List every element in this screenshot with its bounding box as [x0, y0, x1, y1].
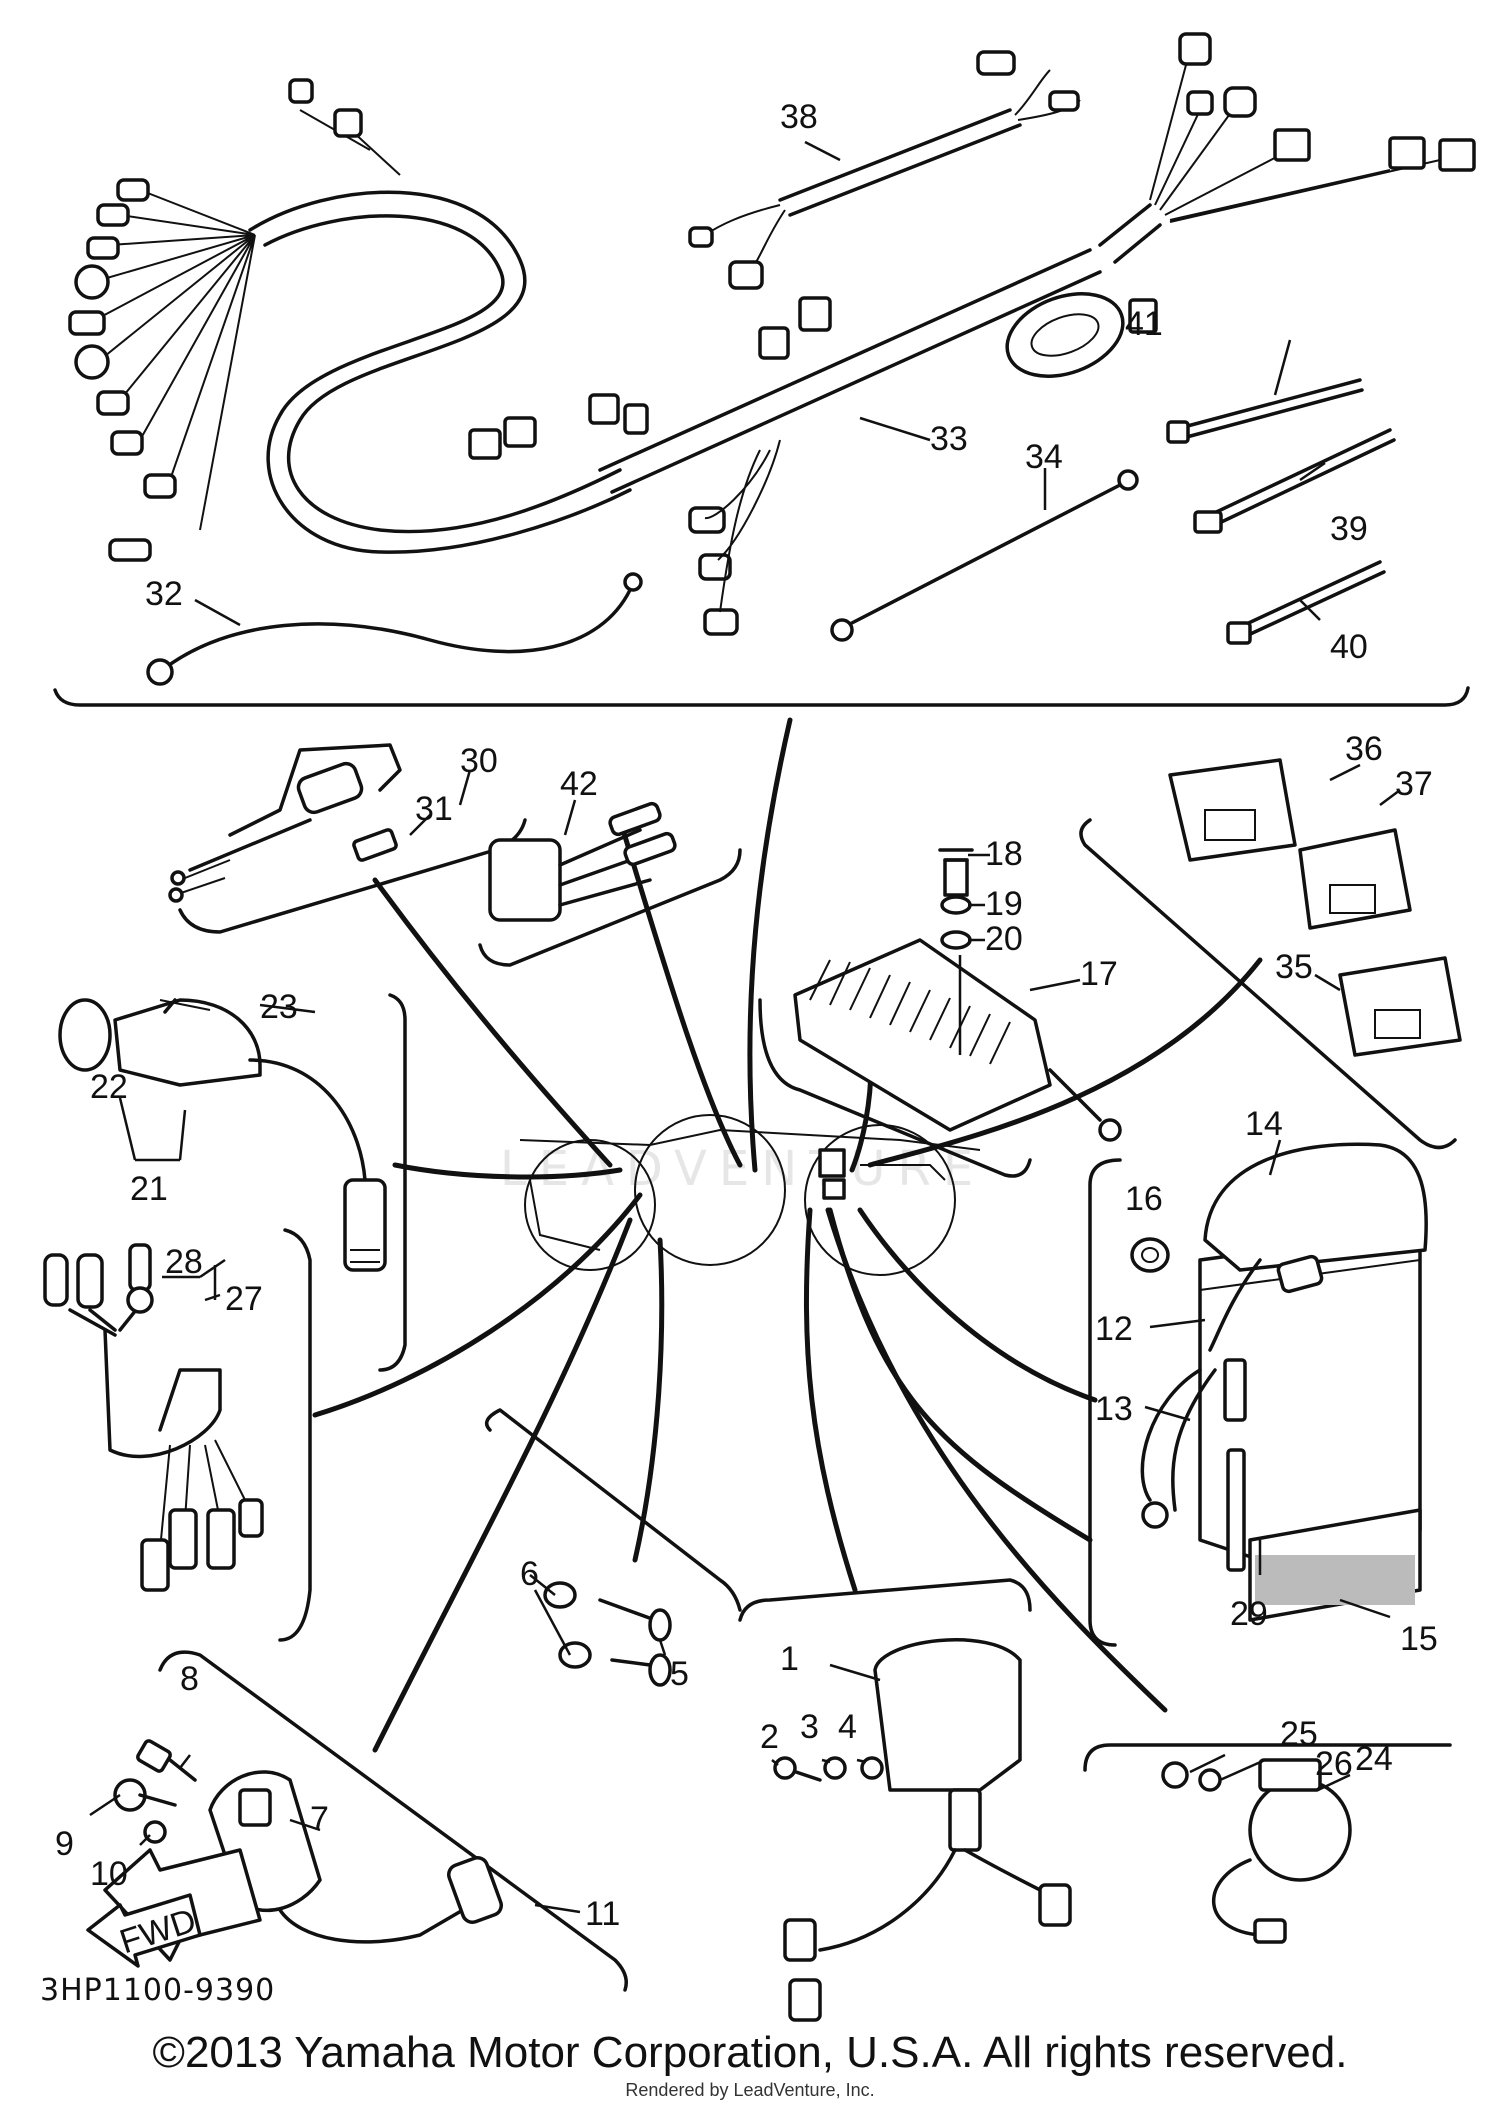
group-1-4-cdi: [738, 1578, 1072, 2022]
leader-lines: [312, 717, 1263, 1753]
group-17-rectifier: [758, 848, 1122, 1178]
label-24: 24: [1355, 1740, 1393, 1778]
group-24-26-horn: [1083, 1743, 1452, 1944]
label-22: 22: [90, 1068, 128, 1106]
label-3: 3: [800, 1708, 819, 1746]
label-23: 23: [260, 988, 298, 1026]
label-21: 21: [130, 1170, 168, 1208]
label-11: 11: [585, 1895, 620, 1933]
label-29: 29: [1230, 1595, 1268, 1633]
label-27: 27: [225, 1280, 263, 1318]
label-30: 30: [460, 742, 498, 780]
label-41: 41: [1125, 305, 1163, 343]
label-25: 25: [1280, 1715, 1318, 1753]
label-1: 1: [780, 1640, 799, 1678]
group-12-16-battery: [1088, 1142, 1428, 1647]
group-27-28: [43, 1228, 312, 1642]
label-14: 14: [1245, 1105, 1283, 1143]
group-30-31: [168, 743, 527, 934]
label-7: 7: [310, 1800, 329, 1838]
label-17: 17: [1080, 955, 1118, 993]
callout-leaders: [118, 140, 1401, 1300]
label-19: 19: [985, 885, 1023, 923]
label-34: 34: [1025, 438, 1063, 476]
watermark: LEADVENTURE: [500, 1141, 985, 1197]
callout-labels: 38 41 33 34 39 40 32 30 31 42 18 19 20 1…: [40, 98, 1438, 2008]
label-33: 33: [930, 420, 968, 458]
label-39: 39: [1330, 510, 1368, 548]
label-31: 31: [415, 790, 453, 828]
label-5: 5: [670, 1655, 689, 1693]
label-4: 4: [838, 1708, 857, 1746]
group-5-6-bolts: [484, 1408, 742, 1687]
group-21-23-switch: [58, 993, 407, 1372]
label-8: 8: [180, 1660, 199, 1698]
label-26: 26: [1315, 1745, 1353, 1783]
label-6: 6: [520, 1555, 539, 1593]
label-38: 38: [780, 98, 818, 136]
wire-harness-group: [53, 32, 1476, 707]
label-37: 37: [1395, 765, 1433, 803]
group-42: [478, 801, 742, 967]
label-13: 13: [1095, 1390, 1133, 1428]
label-12: 12: [1095, 1310, 1133, 1348]
label-15: 15: [1400, 1620, 1438, 1658]
label-28: 28: [165, 1243, 203, 1281]
group-35-37-covers: [1079, 758, 1462, 1150]
diagram-code: 3HP1100-9390: [40, 1973, 275, 2008]
label-35: 35: [1275, 948, 1313, 986]
label-18: 18: [985, 835, 1023, 873]
copyright-notice: ©2013 Yamaha Motor Corporation, U.S.A. A…: [152, 2028, 1348, 2077]
label-32: 32: [145, 575, 183, 613]
label-36: 36: [1345, 730, 1383, 768]
rendered-by-credit: Rendered by LeadVenture, Inc.: [625, 2080, 875, 2100]
label-10: 10: [90, 1855, 128, 1893]
label-2: 2: [760, 1718, 779, 1756]
label-42: 42: [560, 765, 598, 803]
label-40: 40: [1330, 628, 1368, 666]
label-16: 16: [1125, 1180, 1163, 1218]
label-9: 9: [55, 1825, 74, 1863]
label-20: 20: [985, 920, 1023, 958]
